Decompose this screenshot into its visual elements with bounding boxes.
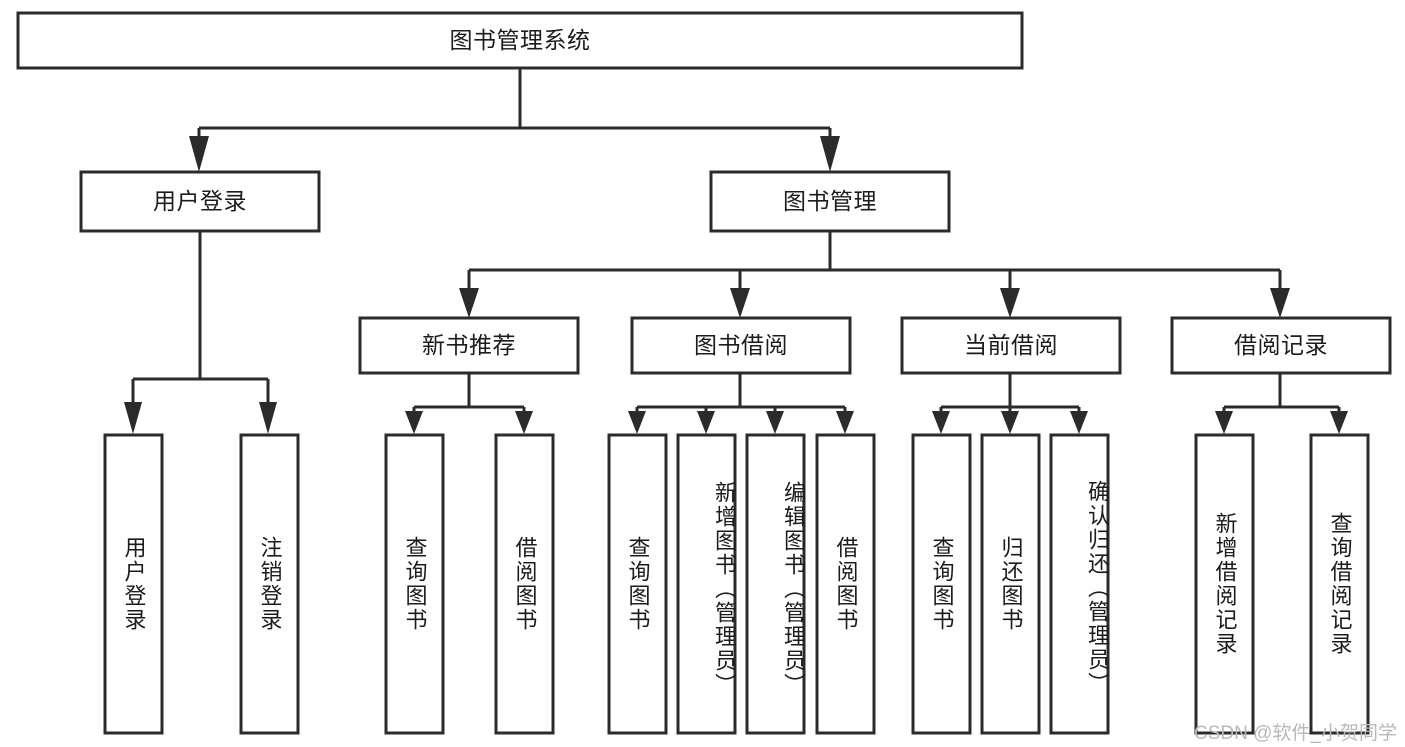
arrow-head-newbook-1: [405, 411, 423, 434]
arrow-head-level3-3: [1000, 288, 1020, 318]
node-box-leaf-borrow-records-0[interactable]: [1194, 433, 1255, 735]
node-box-leaf-current-borrow-0[interactable]: [911, 433, 972, 735]
node-box-book-management[interactable]: [709, 170, 951, 233]
node-box-current-borrow[interactable]: [900, 316, 1122, 375]
arrow-head-borrowrecords-1: [1215, 411, 1233, 434]
node-box-root[interactable]: [16, 11, 1024, 70]
node-box-leaf-current-borrow-2[interactable]: [1049, 433, 1110, 735]
arrow-head-userlogin-1: [124, 402, 142, 434]
arrow-head-currentborrow-3: [1070, 411, 1088, 434]
arrow-head-level2-1: [189, 136, 209, 172]
arrow-head-bookborrow-4: [836, 411, 854, 434]
arrow-head-userlogin-2: [259, 402, 277, 434]
node-box-new-book-recommend[interactable]: [358, 316, 580, 375]
arrow-head-level2-2: [820, 136, 840, 172]
arrow-head-level3-1: [459, 288, 479, 318]
node-box-borrow-records[interactable]: [1170, 316, 1392, 375]
node-box-leaf-current-borrow-1[interactable]: [980, 433, 1041, 735]
arrow-head-currentborrow-2: [1001, 411, 1019, 434]
arrow-head-level3-2: [730, 288, 750, 318]
node-box-leaf-borrow-records-1[interactable]: [1309, 433, 1370, 735]
node-box-user-login[interactable]: [79, 170, 321, 233]
node-box-leaf-new-book-0[interactable]: [384, 433, 445, 735]
arrow-head-newbook-2: [515, 411, 533, 434]
node-box-book-borrow[interactable]: [630, 316, 852, 375]
arrow-head-borrowrecords-2: [1330, 411, 1348, 434]
node-box-leaf-book-borrow-3[interactable]: [815, 433, 876, 735]
node-box-leaf-book-borrow-2[interactable]: [745, 433, 806, 735]
arrow-head-bookborrow-2: [697, 411, 715, 434]
arrow-head-level3-4: [1270, 288, 1290, 318]
node-box-leaf-user-login-1[interactable]: [239, 433, 300, 735]
node-box-leaf-user-login-0[interactable]: [103, 433, 164, 735]
arrow-head-currentborrow-1: [932, 411, 950, 434]
node-box-leaf-book-borrow-1[interactable]: [676, 433, 737, 735]
arrow-head-bookborrow-3: [766, 411, 784, 434]
node-box-leaf-book-borrow-0[interactable]: [607, 433, 668, 735]
arrow-head-bookborrow-1: [628, 411, 646, 434]
node-box-leaf-new-book-1[interactable]: [494, 433, 555, 735]
